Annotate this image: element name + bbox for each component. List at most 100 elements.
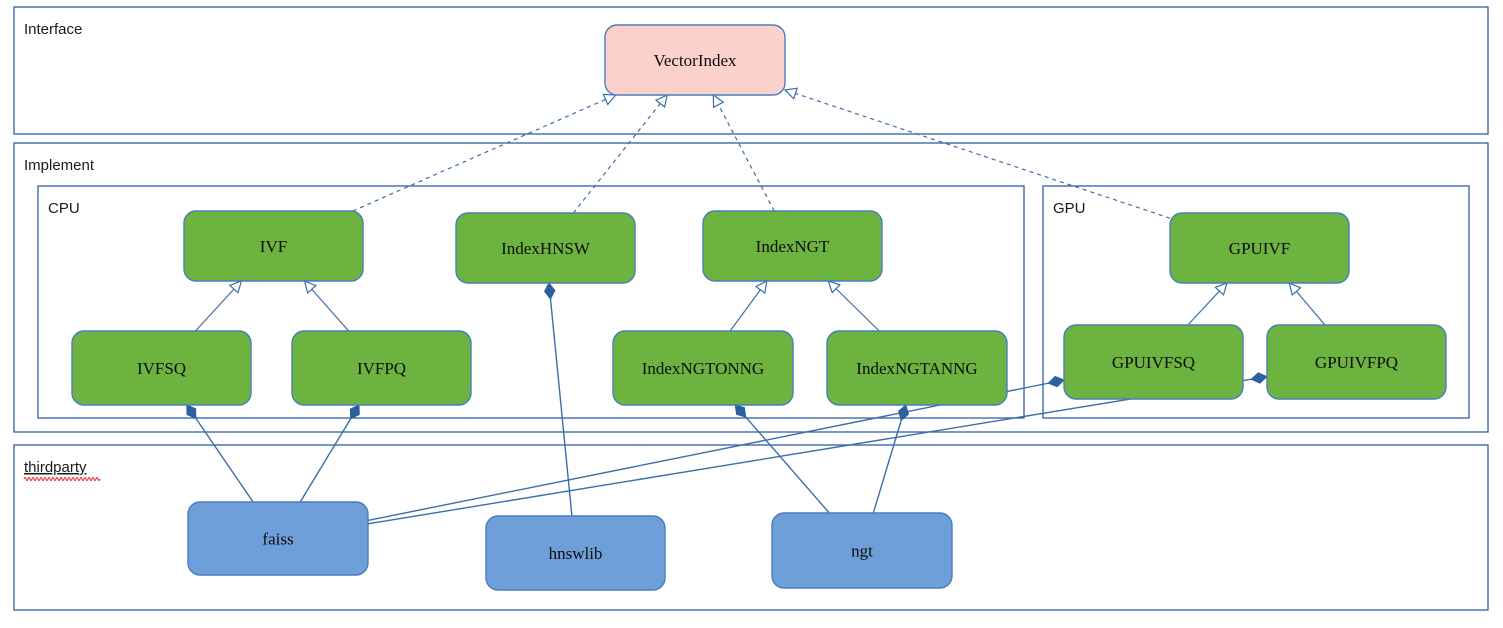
edge-e2-IndexHNSW-to-VectorIndex <box>572 93 669 214</box>
arrowhead-filled-diamond-e16 <box>734 404 747 418</box>
node-box-IVF[interactable] <box>183 210 364 282</box>
node-label-faiss: faiss <box>262 530 293 549</box>
node-box-faiss[interactable] <box>187 501 369 576</box>
edge-e10-GPUIVFPQ-to-GPUIVF <box>1288 281 1326 326</box>
node-label-IndexNGTANNG: IndexNGTANNG <box>856 359 977 378</box>
node-label-GPUIVFPQ: GPUIVFPQ <box>1315 353 1398 372</box>
edge-e16-ngt-to-IndexNGTONNG <box>734 404 830 514</box>
node-label-GPUIVF: GPUIVF <box>1229 239 1290 258</box>
node-box-GPUIVFPQ[interactable] <box>1266 324 1447 400</box>
edge-e6-IVFPQ-to-IVF <box>303 279 350 332</box>
edge-line-e12 <box>299 417 352 503</box>
group-label-cpu: CPU <box>48 200 80 217</box>
edge-line-e10 <box>1295 290 1326 326</box>
edge-line-e6 <box>310 288 350 332</box>
node-IVF[interactable]: IVF <box>183 210 364 282</box>
group-label-interface: Interface <box>24 21 82 38</box>
arrowhead-filled-diamond-e14 <box>1250 372 1268 384</box>
node-label-IndexNGTONNG: IndexNGTONNG <box>642 359 764 378</box>
node-IndexHNSW[interactable]: IndexHNSW <box>455 212 636 284</box>
arrowhead-filled-diamond-e15 <box>544 282 556 300</box>
node-box-IndexHNSW[interactable] <box>455 212 636 284</box>
node-faiss[interactable]: faiss <box>187 501 369 576</box>
node-label-IVF: IVF <box>260 237 287 256</box>
edge-line-e4 <box>794 92 1171 219</box>
arrowhead-filled-diamond-e11 <box>186 404 197 419</box>
arrowhead-filled-diamond-e12 <box>349 404 360 420</box>
edge-e4-GPUIVF-to-VectorIndex <box>783 87 1171 219</box>
node-box-GPUIVFSQ[interactable] <box>1063 324 1244 400</box>
edge-line-e5 <box>195 287 236 332</box>
edge-line-e7 <box>729 288 762 332</box>
edge-e5-IVFSQ-to-IVF <box>195 280 243 332</box>
spellcheck-squiggle-icon <box>23 476 101 482</box>
edge-e17-ngt-to-IndexNGTANNG <box>872 404 910 514</box>
node-label-ngt: ngt <box>851 542 873 561</box>
node-label-hnswlib: hnswlib <box>549 544 603 563</box>
arrowhead-hollow-triangle-e8 <box>827 280 842 294</box>
edge-e13-faiss-to-GPUIVFSQ <box>367 375 1065 522</box>
node-box-VectorIndex[interactable] <box>604 24 786 96</box>
edge-line-e1 <box>352 98 607 212</box>
edge-line-e17 <box>872 419 903 514</box>
arrowhead-hollow-triangle-e4 <box>783 87 799 100</box>
arrowhead-hollow-triangle-e10 <box>1288 281 1302 296</box>
arrowhead-hollow-triangle-e5 <box>228 280 243 294</box>
edge-e12-faiss-to-IVFPQ <box>299 404 360 503</box>
node-box-ngt[interactable] <box>771 512 953 589</box>
node-ngt[interactable]: ngt <box>771 512 953 589</box>
arrowhead-hollow-triangle-e7 <box>754 279 768 295</box>
edge-e15-hnswlib-to-IndexHNSW <box>544 282 573 517</box>
edge-e3-IndexNGT-to-VectorIndex <box>712 93 775 212</box>
node-label-IndexHNSW: IndexHNSW <box>501 239 591 258</box>
arrowhead-filled-diamond-e13 <box>1047 375 1065 388</box>
node-label-IVFSQ: IVFSQ <box>137 359 186 378</box>
node-label-VectorIndex: VectorIndex <box>653 51 737 70</box>
group-label-gpu: GPU <box>1053 200 1086 217</box>
node-VectorIndex[interactable]: VectorIndex <box>604 24 786 96</box>
arrowhead-hollow-triangle-e3 <box>712 93 725 109</box>
node-box-GPUIVF[interactable] <box>1169 212 1350 284</box>
edge-line-e16 <box>744 415 830 514</box>
node-box-IndexNGTONNG[interactable] <box>612 330 794 406</box>
node-IndexNGTANNG[interactable]: IndexNGTANNG <box>826 330 1008 406</box>
node-GPUIVFSQ[interactable]: GPUIVFSQ <box>1063 324 1244 400</box>
edge-e9-GPUIVFSQ-to-GPUIVF <box>1187 282 1228 326</box>
edge-line-e9 <box>1187 289 1221 326</box>
node-box-IndexNGT[interactable] <box>702 210 883 282</box>
edge-e8-IndexNGTANNG-to-IndexNGT <box>827 280 880 332</box>
arrowhead-filled-diamond-e17 <box>898 404 910 422</box>
node-label-IVFPQ: IVFPQ <box>357 359 406 378</box>
arrowhead-hollow-triangle-e1 <box>602 93 617 106</box>
arrowhead-hollow-triangle-e9 <box>1214 282 1228 296</box>
node-IVFPQ[interactable]: IVFPQ <box>291 330 472 406</box>
node-box-IndexNGTANNG[interactable] <box>826 330 1008 406</box>
node-GPUIVF[interactable]: GPUIVF <box>1169 212 1350 284</box>
node-GPUIVFPQ[interactable]: GPUIVFPQ <box>1266 324 1447 400</box>
node-IndexNGTONNG[interactable]: IndexNGTONNG <box>612 330 794 406</box>
node-box-IVFSQ[interactable] <box>71 330 252 406</box>
arrowhead-hollow-triangle-e6 <box>303 279 318 294</box>
node-label-IndexNGT: IndexNGT <box>756 237 830 256</box>
edges-layer <box>186 87 1326 525</box>
node-IndexNGT[interactable]: IndexNGT <box>702 210 883 282</box>
node-label-GPUIVFSQ: GPUIVFSQ <box>1112 353 1195 372</box>
edge-e11-faiss-to-IVFSQ <box>186 404 254 503</box>
edge-line-e8 <box>834 287 880 332</box>
group-label-implement: Implement <box>24 157 95 174</box>
node-box-hnswlib[interactable] <box>485 515 666 591</box>
node-box-IVFPQ[interactable] <box>291 330 472 406</box>
arrowhead-hollow-triangle-e2 <box>654 93 669 109</box>
edge-e7-IndexNGTONNG-to-IndexNGT <box>729 279 768 332</box>
edge-e1-IVF-to-VectorIndex <box>352 93 617 212</box>
group-label-thirdparty: thirdparty <box>24 459 87 476</box>
edge-line-e11 <box>194 417 254 503</box>
edge-line-e15 <box>549 297 573 517</box>
edge-e14-faiss-to-GPUIVFPQ <box>367 372 1268 525</box>
edge-line-e14 <box>367 378 1253 525</box>
node-hnswlib[interactable]: hnswlib <box>485 515 666 591</box>
node-IVFSQ[interactable]: IVFSQ <box>71 330 252 406</box>
